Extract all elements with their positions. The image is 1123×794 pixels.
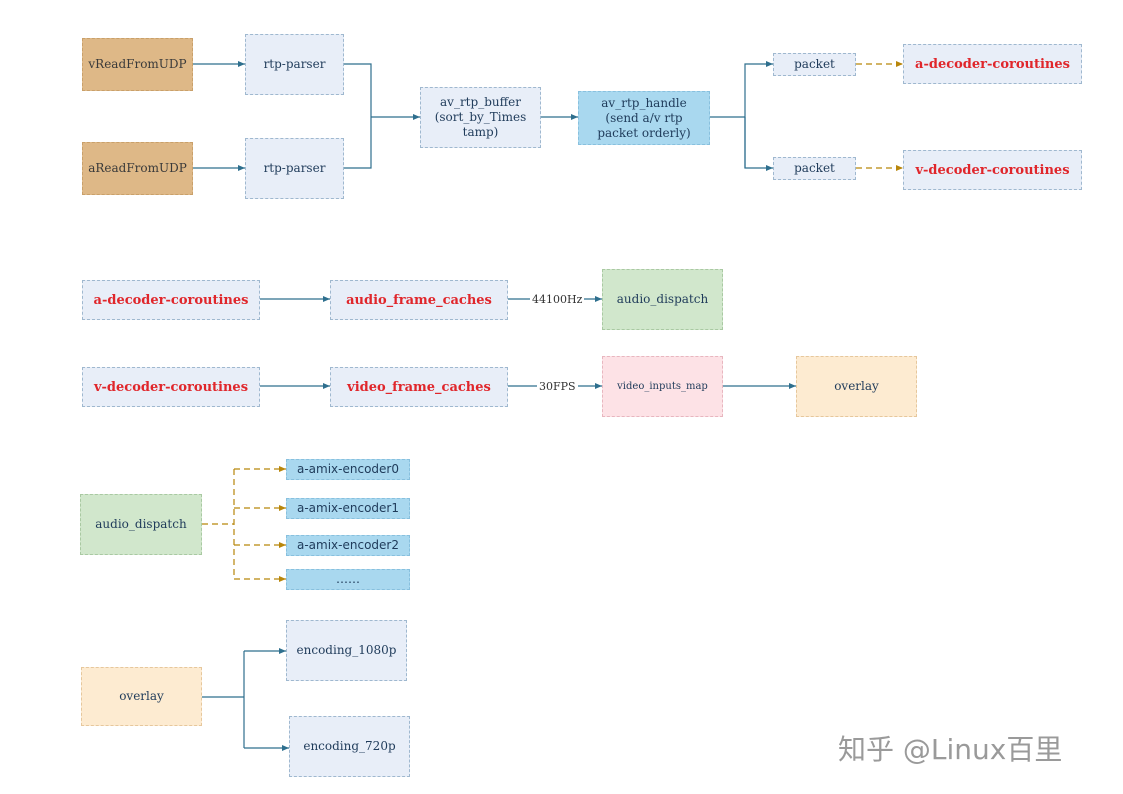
node-encoding-1080p[interactable]: encoding_1080p — [286, 620, 407, 681]
node-video-inputs-map[interactable]: video_inputs_map — [602, 356, 723, 417]
node-a-amix-encoder2[interactable]: a-amix-encoder2 — [286, 535, 410, 556]
node-av-rtp-buffer[interactable]: av_rtp_buffer (sort_by_Times tamp) — [420, 87, 541, 148]
edge-split-packet1 — [744, 61, 773, 168]
edge-rtp1-merge — [344, 63, 372, 169]
node-video-frame-caches[interactable]: video_frame_caches — [330, 367, 508, 407]
node-audio-dispatch-row[interactable]: audio_dispatch — [602, 269, 723, 330]
node-av-rtp-handle[interactable]: av_rtp_handle (send a/v rtp packet order… — [578, 91, 710, 145]
node-encoding-720p[interactable]: encoding_720p — [289, 716, 410, 777]
node-rtp-parser-1[interactable]: rtp-parser — [245, 34, 344, 95]
edge-split-packet2 — [744, 117, 773, 171]
node-a-decoder-coroutines-top[interactable]: a-decoder-coroutines — [903, 44, 1082, 84]
edge-label-audio-rate: 44100Hz — [530, 293, 585, 306]
watermark: 知乎 @Linux百里 — [838, 733, 1063, 766]
node-a-decoder-coroutines-row[interactable]: a-decoder-coroutines — [82, 280, 260, 320]
node-v-decoder-coroutines-row[interactable]: v-decoder-coroutines — [82, 367, 260, 407]
node-rtp-parser-2[interactable]: rtp-parser — [245, 138, 344, 199]
node-a-amix-more[interactable]: …… — [286, 569, 410, 590]
node-packet-1[interactable]: packet — [773, 53, 856, 76]
node-audio-dispatch-tree[interactable]: audio_dispatch — [80, 494, 202, 555]
node-v-decoder-coroutines-top[interactable]: v-decoder-coroutines — [903, 150, 1082, 190]
node-audio-frame-caches[interactable]: audio_frame_caches — [330, 280, 508, 320]
node-areadfromudp[interactable]: aReadFromUDP — [82, 142, 193, 195]
node-vreadfromudp[interactable]: vReadFromUDP — [82, 38, 193, 91]
node-a-amix-encoder0[interactable]: a-amix-encoder0 — [286, 459, 410, 480]
node-overlay-row[interactable]: overlay — [796, 356, 917, 417]
node-overlay-tree[interactable]: overlay — [81, 667, 202, 726]
edge-label-video-rate: 30FPS — [537, 380, 578, 393]
node-packet-2[interactable]: packet — [773, 157, 856, 180]
node-a-amix-encoder1[interactable]: a-amix-encoder1 — [286, 498, 410, 519]
